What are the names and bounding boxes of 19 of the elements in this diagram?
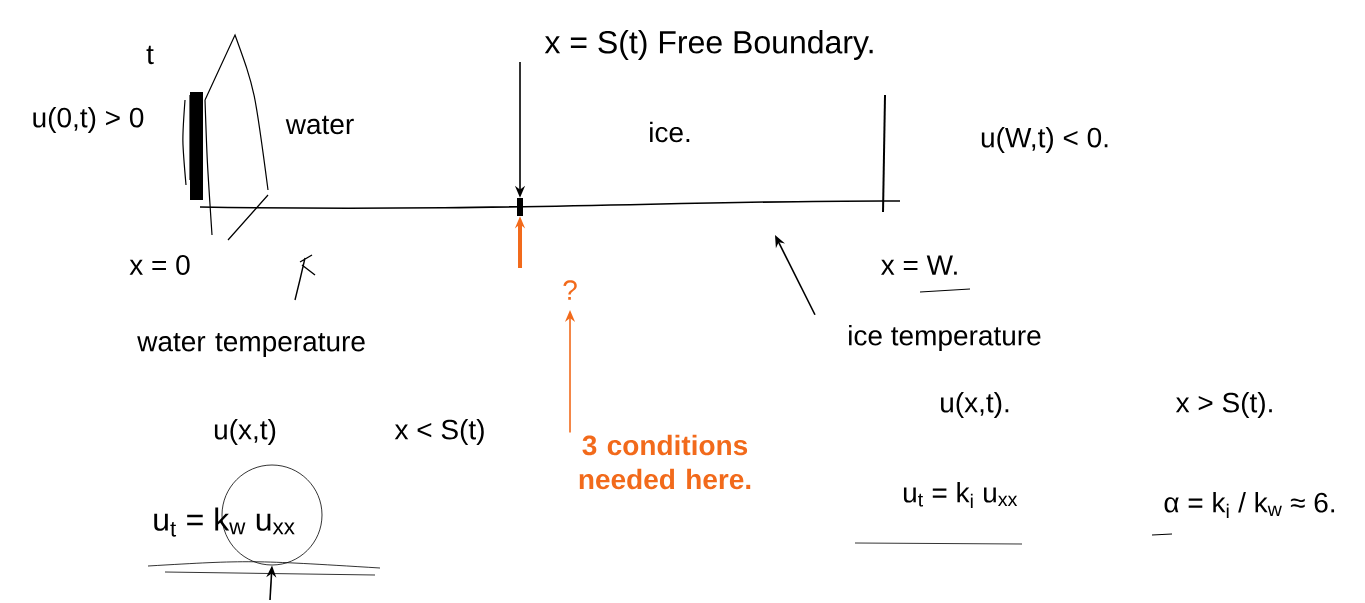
position-label: x = W. <box>881 255 957 275</box>
equation-text: u$_{t}$ = k$_{i}$ u$_{xx}$ <box>903 482 1018 508</box>
position-label: x = 0 <box>129 255 190 275</box>
title-text: x = S(t) Free Boundary. <box>544 30 873 60</box>
equation-text: α = k$_{i}$ / k$_{w}$ ≈ 6. <box>1164 492 1335 518</box>
annotation-text: ice temperature <box>849 324 1041 352</box>
boundary-mark <box>517 198 523 216</box>
note-text: 3 conditions needed here. <box>579 434 751 490</box>
question-mark: ? <box>563 280 577 300</box>
inequality-label: x < S(t) <box>394 418 484 446</box>
region-label: ice. <box>650 121 690 143</box>
equation-text: u$_{t}$ = k$_{w}$ u$_{xx}$ <box>154 507 295 537</box>
boundary-condition: u(W,t) < 0. <box>981 126 1108 154</box>
region-label: water <box>285 115 354 135</box>
function-label: u(x,t). <box>941 391 1009 419</box>
axis-label: t <box>146 45 154 65</box>
region-label: water temperature <box>137 333 365 357</box>
boundary-condition: u(0,t) > 0 <box>33 106 144 134</box>
inequality-label: x > S(t). <box>1175 391 1272 419</box>
